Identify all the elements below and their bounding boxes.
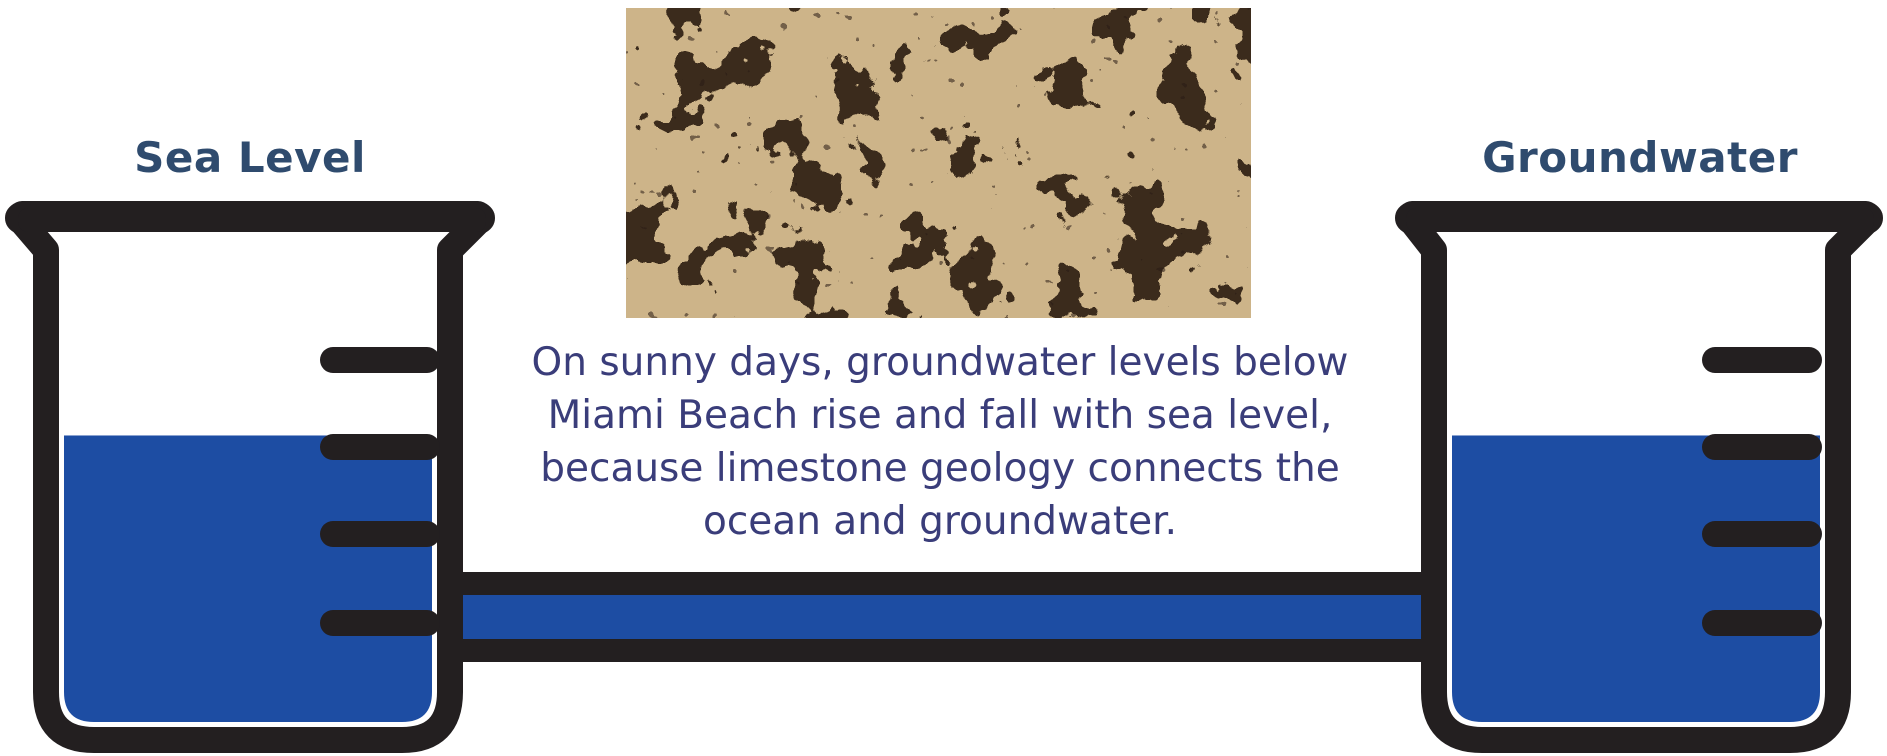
sea-level-title: Sea Level (134, 133, 366, 182)
limestone-photo (626, 8, 1251, 318)
groundwater-water (1452, 435, 1820, 722)
caption-line: Miami Beach rise and fall with sea level… (547, 393, 1333, 438)
groundwater-beaker (1395, 201, 1883, 753)
groundwater-title: Groundwater (1482, 133, 1798, 182)
connecting-tube (450, 572, 1440, 662)
caption-line: On sunny days, groundwater levels below (531, 340, 1349, 385)
caption-text: On sunny days, groundwater levels below … (490, 336, 1390, 548)
caption-line: ocean and groundwater. (703, 499, 1177, 544)
sea-level-water (64, 435, 432, 722)
measurement-ticks (320, 347, 440, 636)
measurement-ticks (1702, 347, 1822, 636)
caption-line: because limestone geology connects the (540, 446, 1340, 491)
sea-level-beaker (5, 201, 495, 753)
